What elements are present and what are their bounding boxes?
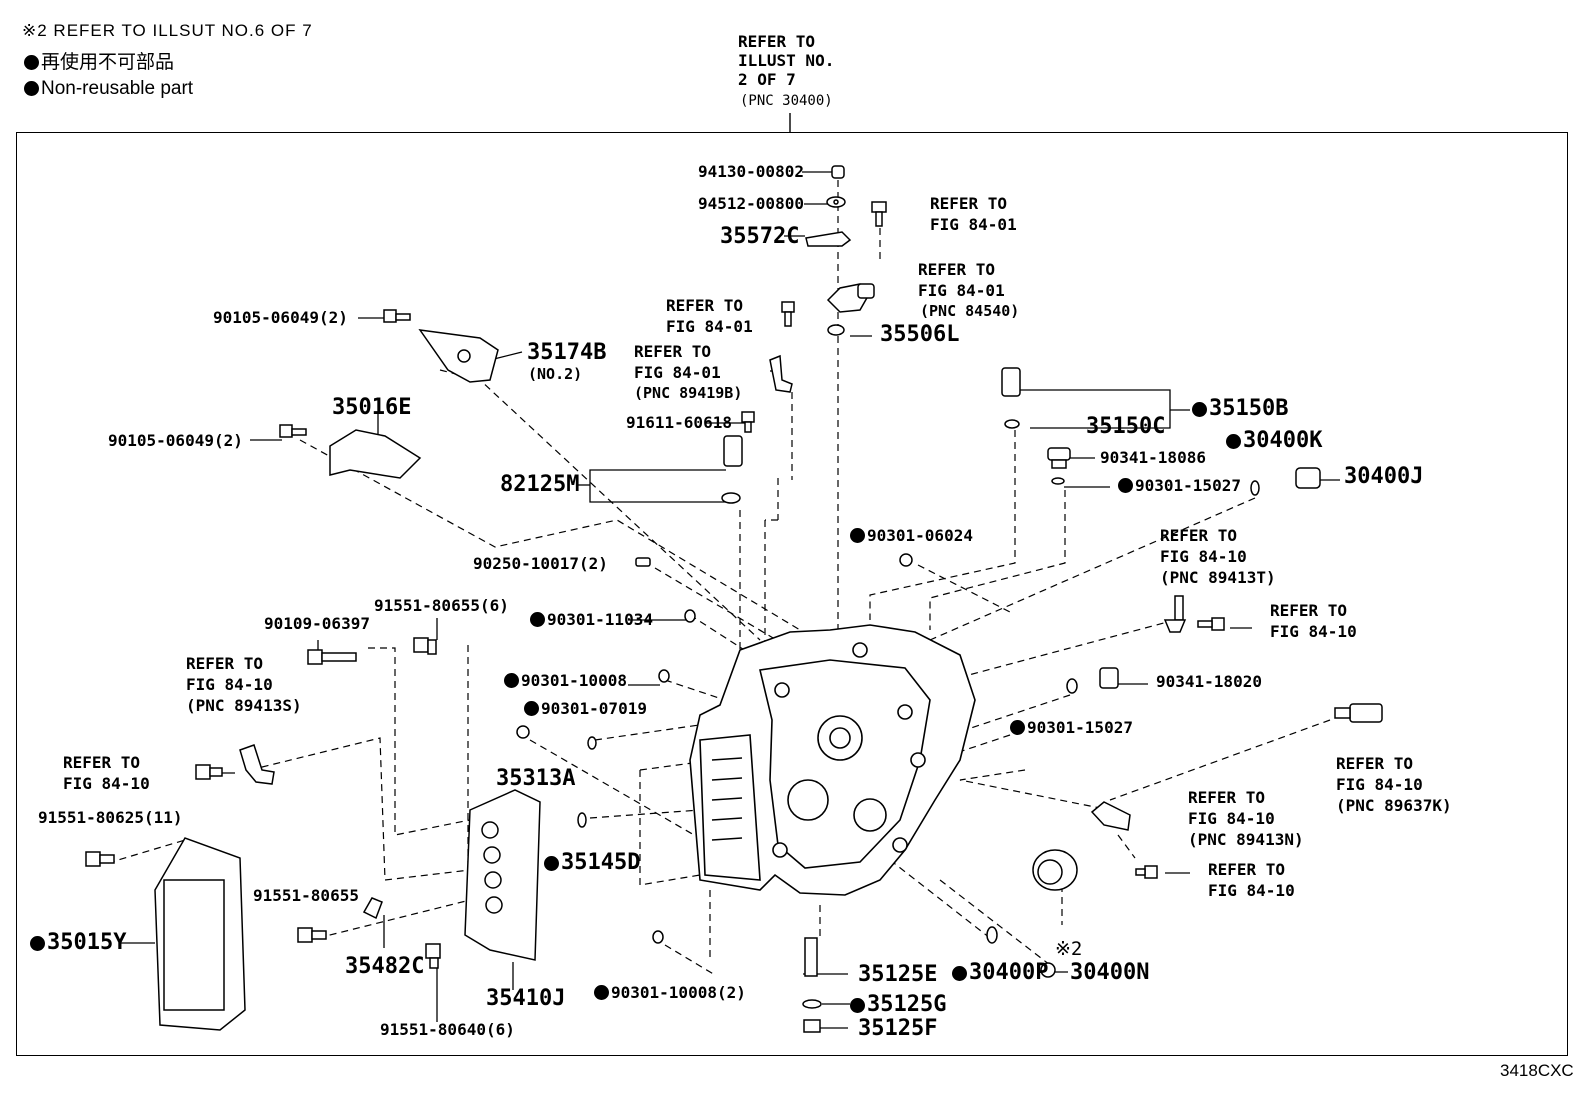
label-90301-10008-2: 90301-10008(2) xyxy=(594,985,746,1001)
label-90105-a: 90105-06049(2) xyxy=(213,308,348,327)
label-91611: 91611-60618 xyxy=(626,413,732,432)
label-35016E: 35016E xyxy=(332,395,412,420)
pnc-89637K: (PNC 89637K) xyxy=(1336,796,1452,815)
refer-fig8410-c2: FIG 84-10 xyxy=(186,675,273,694)
refer-fig8410-g2: FIG 84-10 xyxy=(1208,881,1295,900)
label-note2: ※2 xyxy=(1055,938,1083,960)
illustration-code: 3418CXC xyxy=(1500,1061,1574,1080)
refer-fig8401-d1: REFER TO xyxy=(634,342,712,361)
label-94130: 94130-00802 xyxy=(698,162,804,181)
label-35174B-sub: (NO.2) xyxy=(528,365,583,383)
pnc-89413T: (PNC 89413T) xyxy=(1160,568,1276,587)
pnc-89419B: (PNC 89419B) xyxy=(634,384,743,402)
label-35506L: 35506L xyxy=(880,322,960,347)
label-90250: 90250-10017(2) xyxy=(473,554,608,573)
top-ref-line3: 2 OF 7 xyxy=(738,70,796,89)
label-35410J: 35410J xyxy=(486,986,566,1011)
label-94512: 94512-00800 xyxy=(698,194,804,213)
refer-fig8410-a1: REFER TO xyxy=(1160,526,1238,545)
label-35145D: 35145D xyxy=(544,852,640,874)
pnc-84540: (PNC 84540) xyxy=(920,302,1020,320)
top-ref-line1: REFER TO xyxy=(738,32,816,51)
refer-fig8410-f1: REFER TO xyxy=(1188,788,1266,807)
refer-fig8410-c1: REFER TO xyxy=(186,654,264,673)
label-90341-18086: 90341-18086 xyxy=(1100,448,1206,467)
label-90105-b: 90105-06049(2) xyxy=(108,431,243,450)
label-91551-80640: 91551-80640(6) xyxy=(380,1020,515,1039)
label-35572C: 35572C xyxy=(720,224,800,249)
refer-fig8401-c1: REFER TO xyxy=(666,296,744,315)
label-90301-15027-a: 90301-15027 xyxy=(1118,478,1241,494)
diagram-frame xyxy=(16,132,1568,1056)
refer-fig8410-g1: REFER TO xyxy=(1208,860,1286,879)
label-90301-07019: 90301-07019 xyxy=(524,701,647,717)
label-30400K: 30400K xyxy=(1226,430,1322,452)
refer-fig8401-b2: FIG 84-01 xyxy=(918,281,1005,300)
refer-fig8410-f2: FIG 84-10 xyxy=(1188,809,1275,828)
pnc-89413N: (PNC 89413N) xyxy=(1188,830,1304,849)
refer-fig8410-e2: FIG 84-10 xyxy=(1336,775,1423,794)
label-90301-10008: 90301-10008 xyxy=(504,673,627,689)
label-90301-06024: 90301-06024 xyxy=(850,528,973,544)
label-35313A: 35313A xyxy=(496,766,576,791)
label-82125M: 82125M xyxy=(500,472,580,497)
label-35125F: 35125F xyxy=(858,1016,938,1041)
nonreusable-legend-jp: 再使用不可部品 xyxy=(24,53,174,72)
label-90109: 90109-06397 xyxy=(264,614,370,633)
refer-fig8401-b1: REFER TO xyxy=(918,260,996,279)
label-91551-80655-6: 91551-80655(6) xyxy=(374,596,509,615)
refer-fig8401-d2: FIG 84-01 xyxy=(634,363,721,382)
refer-fig8401-a2: FIG 84-01 xyxy=(930,215,1017,234)
label-90301-15027-b: 90301-15027 xyxy=(1010,720,1133,736)
label-30400N: 30400N xyxy=(1070,960,1150,985)
label-35482C: 35482C xyxy=(345,954,425,979)
illust-ref-note: ※2 REFER TO ILLSUT NO.6 OF 7 xyxy=(22,21,313,40)
label-91551-80655: 91551-80655 xyxy=(253,886,359,905)
top-ref-pnc: (PNC 30400) xyxy=(740,93,833,109)
refer-fig8410-e1: REFER TO xyxy=(1336,754,1414,773)
label-35174B: 35174B xyxy=(527,340,607,365)
refer-fig8410-a2: FIG 84-10 xyxy=(1160,547,1247,566)
label-90341-18020: 90341-18020 xyxy=(1156,672,1262,691)
refer-fig8410-d1: REFER TO xyxy=(63,753,141,772)
label-35015Y: 35015Y xyxy=(30,932,126,954)
label-30400P: 30400P xyxy=(952,962,1048,984)
label-35150B: 35150B xyxy=(1192,398,1288,420)
refer-fig8410-b2: FIG 84-10 xyxy=(1270,622,1357,641)
refer-fig8401-a1: REFER TO xyxy=(930,194,1008,213)
label-91551-80625: 91551-80625(11) xyxy=(38,808,183,827)
nonreusable-legend-en: Non-reusable part xyxy=(24,79,193,98)
label-30400J: 30400J xyxy=(1344,464,1424,489)
label-35150C: 35150C xyxy=(1086,414,1166,439)
pnc-89413S: (PNC 89413S) xyxy=(186,696,302,715)
refer-fig8410-d2: FIG 84-10 xyxy=(63,774,150,793)
top-ref-line2: ILLUST NO. xyxy=(738,51,835,70)
refer-fig8401-c2: FIG 84-01 xyxy=(666,317,753,336)
label-90301-11034: 90301-11034 xyxy=(530,612,653,628)
refer-fig8410-b1: REFER TO xyxy=(1270,601,1348,620)
label-35125E: 35125E xyxy=(858,962,938,987)
label-35125G: 35125G xyxy=(850,994,946,1016)
